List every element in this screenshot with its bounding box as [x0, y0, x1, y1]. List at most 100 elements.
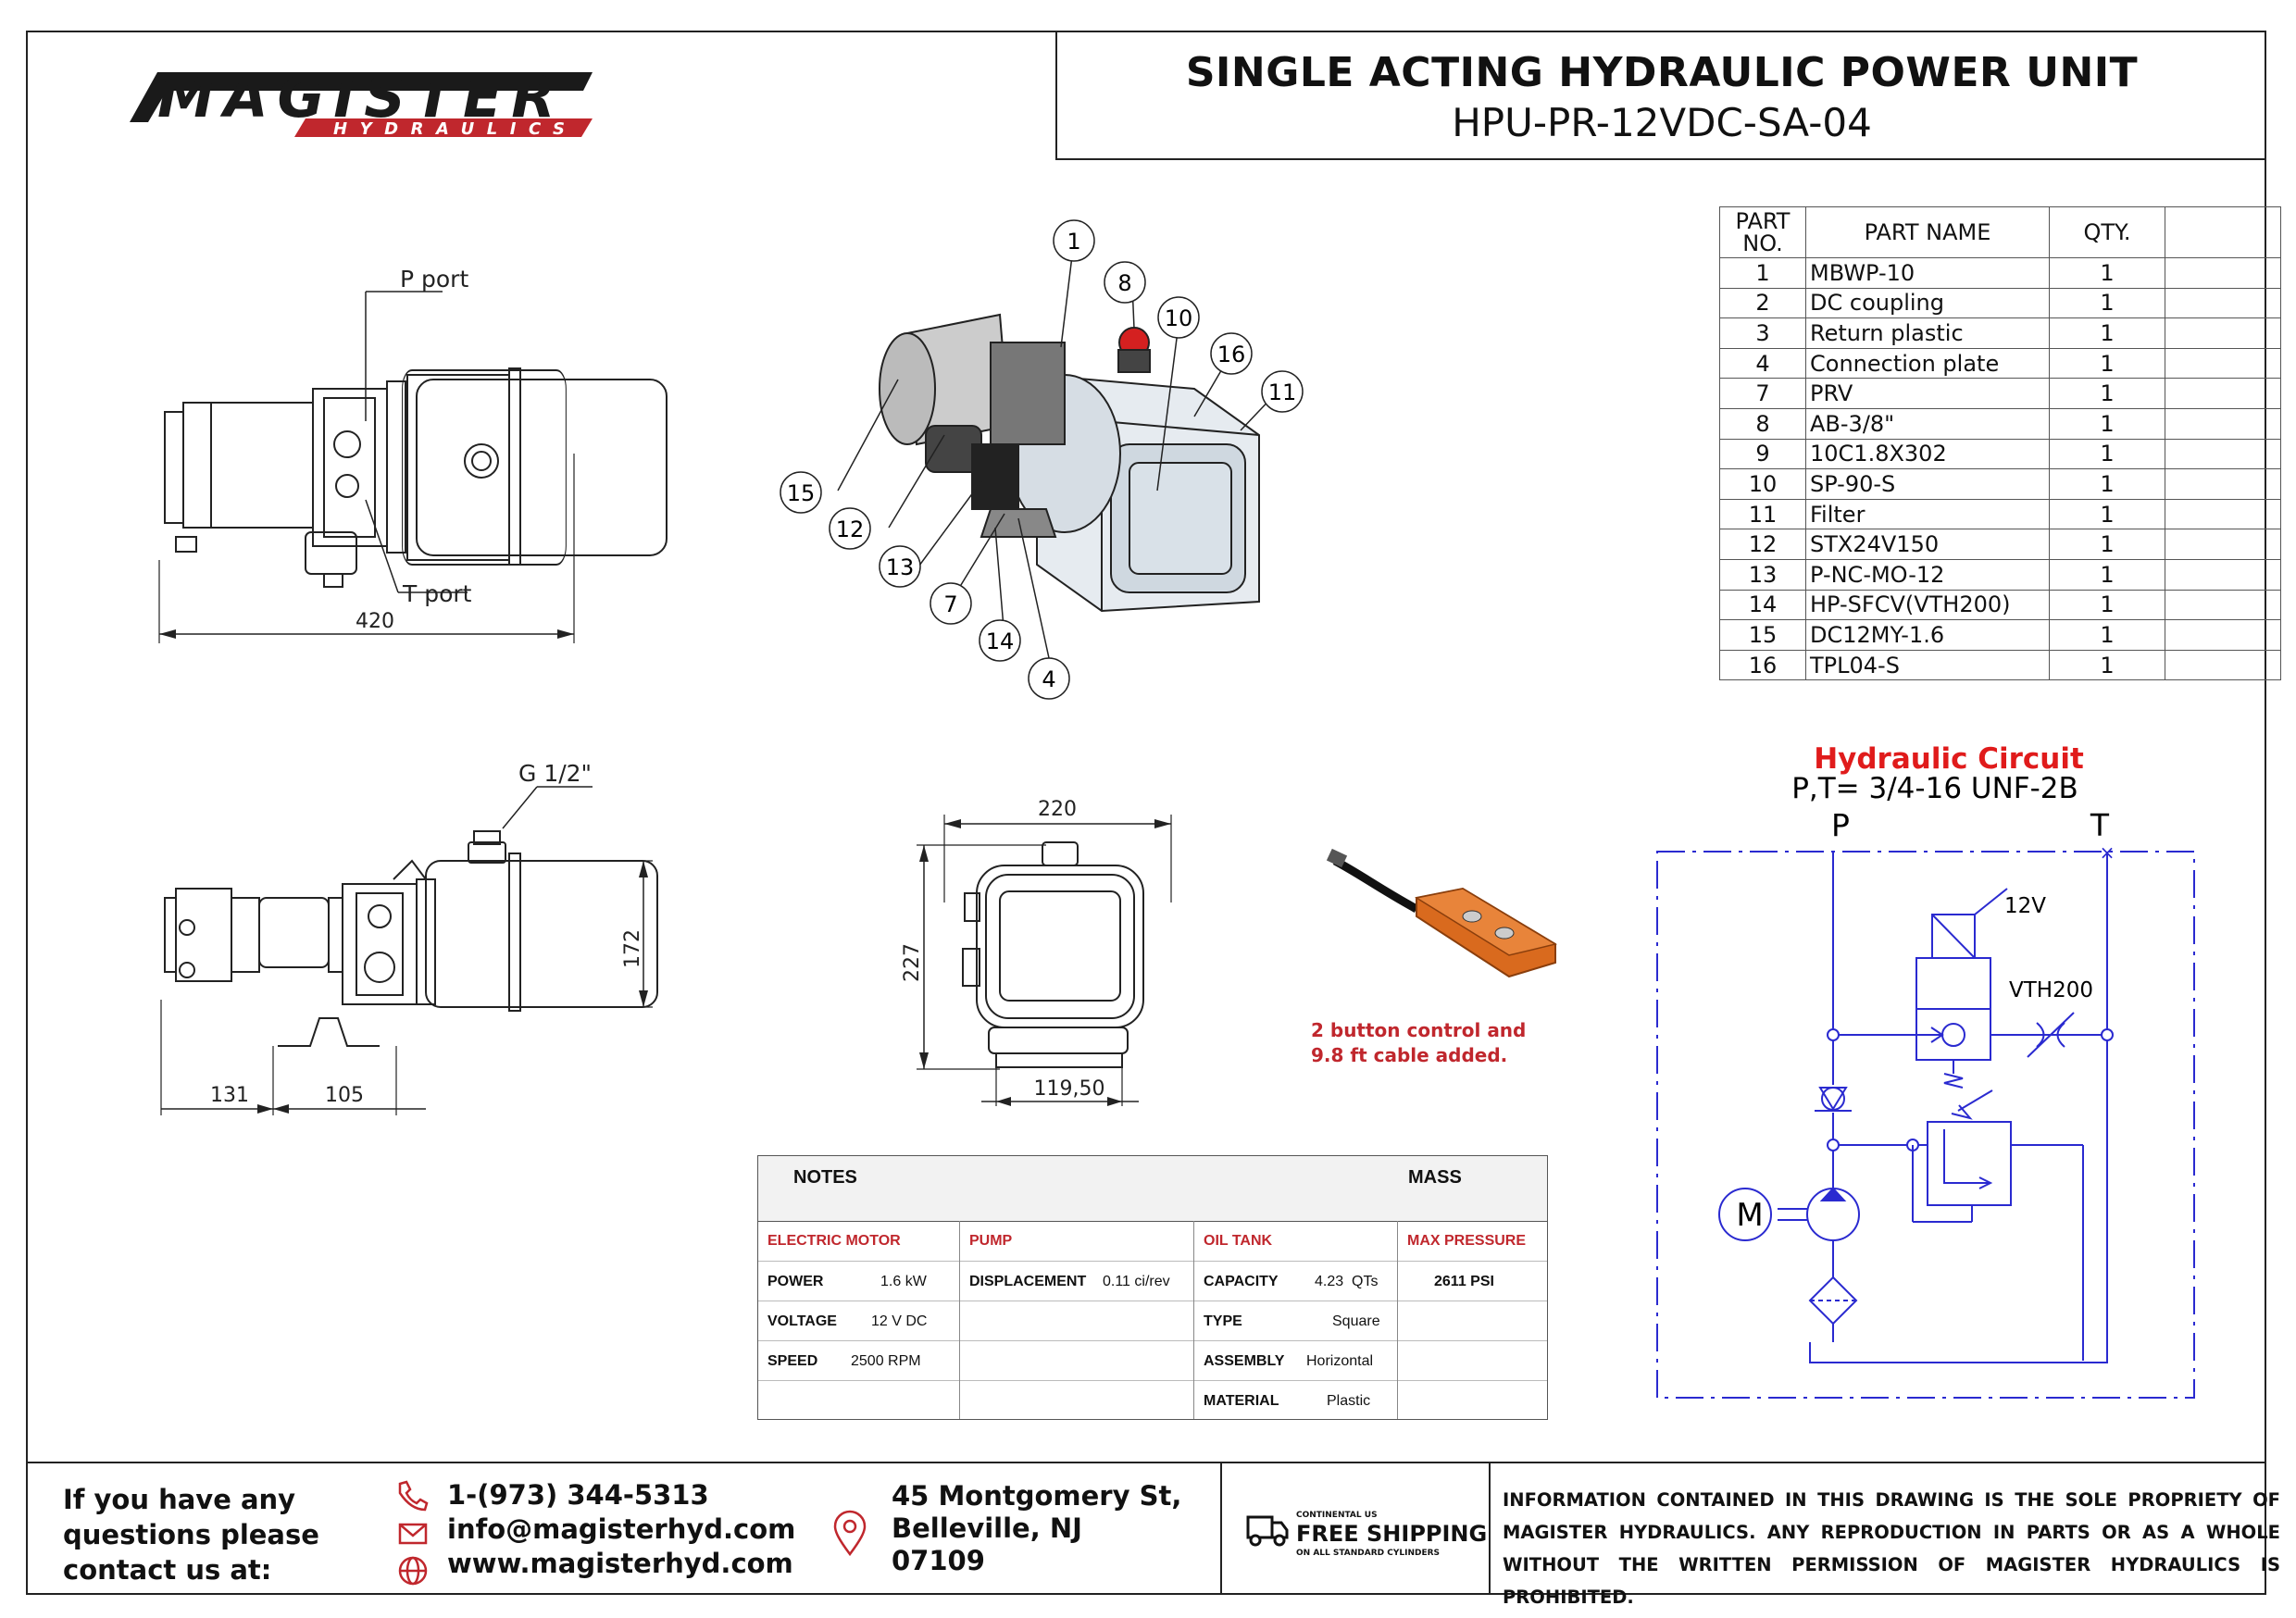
part-no-cell: 11	[1719, 498, 1806, 530]
notes-label: NOTES	[793, 1167, 857, 1188]
qty-cell: 1	[2049, 347, 2165, 380]
phone-number[interactable]: 1-(973) 344-5313	[447, 1479, 709, 1511]
title-main: SINGLE ACTING HYDRAULIC POWER UNIT	[1185, 49, 2139, 96]
location-pin-icon	[833, 1510, 867, 1557]
qty-cell: 1	[2049, 619, 2165, 651]
balloon-15: 15	[787, 480, 816, 506]
part-name-cell: TPL04-S	[1805, 649, 2050, 681]
qty-cell: 1	[2049, 558, 2165, 591]
part-name-cell: Connection plate	[1805, 347, 2050, 380]
material-value: Plastic	[1327, 1393, 1371, 1409]
capacity-value: 4.23 QTs	[1315, 1274, 1379, 1289]
drawing-frame	[26, 31, 2266, 1595]
magister-logo: MAGISTER HYDRAULICS	[130, 63, 593, 139]
type-label: TYPE	[1204, 1313, 1242, 1329]
part-name-cell: DC12MY-1.6	[1805, 619, 2050, 651]
circuit-ports: P,T= 3/4-16 UNF-2B	[1791, 772, 2078, 805]
qty-cell: 1	[2049, 589, 2165, 621]
phone-icon	[398, 1480, 429, 1512]
side-view-drawing: P port T port 420	[158, 266, 668, 643]
part-name-cell: MBWP-10	[1805, 257, 2050, 289]
circuit-p: P	[1831, 807, 1850, 843]
contact-line2: questions please	[63, 1519, 319, 1550]
truck-icon	[1246, 1515, 1289, 1547]
control-note: 2 button control and 9.8 ft cable added.	[1311, 1018, 1526, 1068]
control-note-line1: 2 button control and	[1311, 1019, 1527, 1041]
circuit-t: T	[2090, 807, 2110, 843]
control-pendant-image	[1326, 848, 1557, 978]
balloon-12: 12	[836, 517, 865, 542]
address-line1: 45 Montgomery St,	[892, 1480, 1182, 1512]
balloon-8: 8	[1117, 270, 1131, 296]
part-no-cell: 13	[1719, 558, 1806, 591]
balloon-group: 1 8 10 16 11 15 12 13 7 14 4	[780, 219, 1304, 700]
displacement-value: 0.11 ci/rev	[1103, 1274, 1170, 1289]
t-port-marker: ×	[2100, 841, 2115, 864]
qty-cell: 1	[2049, 287, 2165, 319]
part-name-cell: AB-3/8"	[1805, 407, 2050, 440]
pressure-title: MAX PRESSURE	[1407, 1233, 1527, 1249]
blank-cell	[2165, 438, 2281, 470]
balloon-13: 13	[886, 554, 915, 580]
circuit-valve-label: VTH200	[2009, 978, 2093, 1002]
blank-cell	[2165, 407, 2281, 440]
header-part-name: PART NAME	[1805, 206, 2050, 258]
part-name-cell: Filter	[1805, 498, 2050, 530]
contact-line3: contact us at:	[63, 1554, 272, 1586]
balloon-16: 16	[1217, 342, 1246, 367]
tank-title: OIL TANK	[1204, 1233, 1273, 1249]
length-dim: 420	[356, 610, 394, 633]
qty-cell: 1	[2049, 529, 2165, 560]
balloon-14: 14	[986, 629, 1015, 654]
part-name-cell: SP-90-S	[1805, 468, 2050, 500]
part-no-cell: 10	[1719, 468, 1806, 500]
email-icon	[398, 1523, 428, 1545]
part-name-cell: HP-SFCV(VTH200)	[1805, 589, 2050, 621]
header-qty: QTY.	[2049, 206, 2165, 258]
dim-131: 131	[210, 1084, 249, 1107]
part-no-cell: 14	[1719, 589, 1806, 621]
part-no-cell: 12	[1719, 529, 1806, 560]
p-port-label: P port	[400, 266, 468, 292]
qty-cell: 1	[2049, 317, 2165, 349]
footer: If you have any questions please contact…	[26, 1462, 2280, 1608]
hydraulic-circuit: Hydraulic Circuit P,T= 3/4-16 UNF-2B P T	[1656, 742, 2195, 1399]
part-no-cell: 7	[1719, 378, 1806, 409]
shipping-top: CONTINENTAL US	[1296, 1511, 1378, 1520]
contact-icons	[398, 1480, 429, 1586]
address-line3: 07109	[892, 1545, 985, 1576]
part-no-cell: 16	[1719, 649, 1806, 681]
qty-cell: 1	[2049, 257, 2165, 289]
part-no-cell: 1	[1719, 257, 1806, 289]
part-no-cell: 9	[1719, 438, 1806, 470]
shipping-bottom: ON ALL STANDARD CYLINDERS	[1296, 1549, 1441, 1558]
voltage-value: 12 V DC	[871, 1313, 928, 1329]
part-name-cell: Return plastic	[1805, 317, 2050, 349]
blank-cell	[2165, 317, 2281, 349]
blank-cell	[2165, 257, 2281, 289]
qty-cell: 1	[2049, 438, 2165, 470]
title-block: SINGLE ACTING HYDRAULIC POWER UNIT HPU-P…	[1055, 31, 2266, 160]
speed-value: 2500 RPM	[851, 1353, 921, 1369]
address: 45 Montgomery St, Belleville, NJ 07109	[892, 1480, 1181, 1577]
width-dim: 220	[1038, 798, 1077, 821]
qty-cell: 1	[2049, 378, 2165, 409]
balloon-10: 10	[1165, 305, 1193, 331]
pump-title: PUMP	[969, 1233, 1013, 1249]
website-link[interactable]: www.magisterhyd.com	[447, 1548, 793, 1579]
capacity-label: CAPACITY	[1204, 1274, 1279, 1289]
balloon-1: 1	[1067, 229, 1080, 255]
pressure-value: 2611 PSI	[1434, 1274, 1494, 1289]
power-label: POWER	[767, 1274, 824, 1289]
email-link[interactable]: info@magisterhyd.com	[447, 1513, 796, 1545]
endview-height-dim: 227	[901, 943, 924, 982]
